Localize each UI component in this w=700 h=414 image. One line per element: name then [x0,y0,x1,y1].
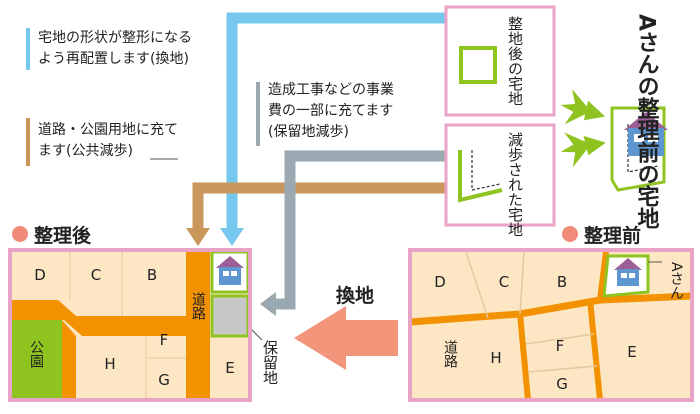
after-lot-f: F [160,331,169,349]
after-road-branch [62,320,76,400]
before-owner-label: Aさん [668,262,684,300]
after-heading-dot [12,226,28,242]
before-heading: 整理前 [584,224,641,247]
before-lot-house-window-2 [648,134,658,142]
after-house-window-2 [231,271,237,276]
arrow-blue-path [226,12,446,230]
annotation-shape-line-1: 宅地の形状が整形になる [38,30,192,46]
annotation-public: 道路・公園用地に充て ます(公共減歩) [38,120,178,162]
before-heading-dot [562,226,578,242]
exchange-label: 換地 [336,284,374,307]
annotation-public-line-1: 道路・公園用地に充て [38,122,178,138]
before-lot-f: F [556,337,565,355]
annotation-reserve-line-3: (保留地減歩) [268,124,349,140]
arrow-gray-path [274,150,446,310]
after-lot-h: H [104,355,115,373]
after-park [10,320,62,400]
before-divider-fg [527,365,598,373]
before-lot-g: G [556,375,568,393]
before-road-label: 道路 [442,340,458,368]
before-lot-house-roof [624,112,668,130]
after-park-label: 公園 [28,340,44,368]
annotation-public-line-2: ます(公共減歩) [38,143,133,159]
after-lot-g: G [158,371,170,389]
arrow-blue-head [220,228,244,246]
before-house-window-2 [629,273,635,278]
reduced-lot-dashed [471,150,501,191]
before-lot-b: B [557,273,567,291]
arrow-gray-head [260,292,276,316]
before-lot-house-window-1 [634,134,644,142]
before-lot-h: H [490,349,501,367]
arrow-green-upper [560,89,606,125]
before-divider-dc [465,251,489,319]
before-map-base [410,250,692,400]
before-divider-cb [519,251,525,315]
arrow-brown-head [186,228,210,246]
after-lot-square [459,46,497,84]
after-road [10,250,210,400]
before-road-southeast [587,299,603,401]
arrow-brown-path [192,182,446,230]
after-lot-c: C [91,266,101,284]
after-house-window-1 [223,271,229,276]
after-lot-d: D [34,266,46,284]
after-lot-label: 整地後の宅地 [506,16,524,106]
annotation-reserve-line-1: 造成工事などの事業 [268,82,394,98]
after-lot-e: E [225,359,234,377]
before-road-north [597,251,609,301]
reduced-lot-shape [458,150,503,203]
after-reserve-lot [210,294,250,338]
before-map-frame [408,248,694,402]
before-lot-c: C [499,273,509,291]
annotation-shape-line-2: よう再配置します(換地) [38,51,189,67]
after-house-roof [216,256,244,268]
annotation-shape: 宅地の形状が整形になる よう再配置します(換地) [38,28,192,70]
exchange-arrow [294,306,398,370]
before-house-body [617,269,639,286]
after-map-frame [8,248,252,402]
arrow-green-lower [560,132,606,168]
annotation-reserve: 造成工事などの事業 費の一部に充てます (保留地減歩) [268,80,394,143]
after-house-body [219,267,241,285]
after-lot-b: B [147,266,157,284]
before-divider-hf [525,333,595,345]
before-lot-label: Aさんの整理前の宅地 [634,14,660,229]
before-house-window-1 [621,273,627,278]
before-lot-d: D [434,273,446,291]
after-heading: 整理後 [34,224,92,247]
box-reduced-lot [444,123,556,227]
before-house-roof [614,258,642,270]
after-road-label: 道路 [190,292,206,320]
before-lot-e: E [627,343,636,361]
before-road-south [517,313,531,401]
annotation-reserve-line-2: 費の一部に充てます [268,103,394,119]
reserve-land-label: 保留地 [261,340,279,385]
before-road-main [409,292,693,326]
reduced-lot-label: 減歩された宅地 [506,132,524,237]
